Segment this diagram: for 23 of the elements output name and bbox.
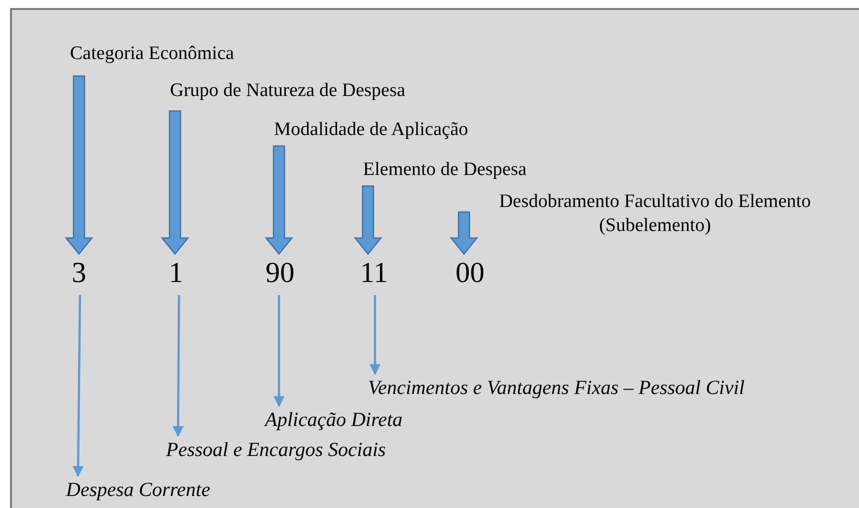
block-arrow — [354, 185, 382, 255]
arrow — [274, 295, 284, 408]
arrow — [72, 294, 84, 478]
code-meaning: Despesa Corrente — [66, 478, 210, 502]
code-digits: 00 — [450, 256, 490, 291]
field-heading: Grupo de Natureza de Despesa — [170, 79, 406, 103]
code-meaning: Pessoal e Encargos Sociais — [166, 438, 386, 462]
block-arrow — [160, 110, 190, 255]
arrow — [370, 295, 380, 376]
arrow — [172, 295, 184, 438]
field-heading: Categoria Econômica — [70, 42, 234, 66]
field-heading: Desdobramento Facultativo do Elemento (Subelemento) — [450, 190, 859, 238]
field-heading: Elemento de Despesa — [363, 158, 527, 182]
code-digits: 1 — [156, 256, 196, 291]
field-heading: Modalidade de Aplicação — [274, 118, 468, 142]
code-digits: 3 — [59, 256, 99, 291]
code-digits: 11 — [354, 256, 394, 291]
block-arrow — [64, 75, 94, 255]
block-arrow — [450, 211, 478, 255]
code-meaning: Aplicação Direta — [265, 408, 403, 432]
block-arrow — [264, 145, 294, 255]
code-digits: 90 — [260, 256, 300, 291]
code-meaning: Vencimentos e Vantagens Fixas – Pessoal Civil — [368, 376, 745, 400]
